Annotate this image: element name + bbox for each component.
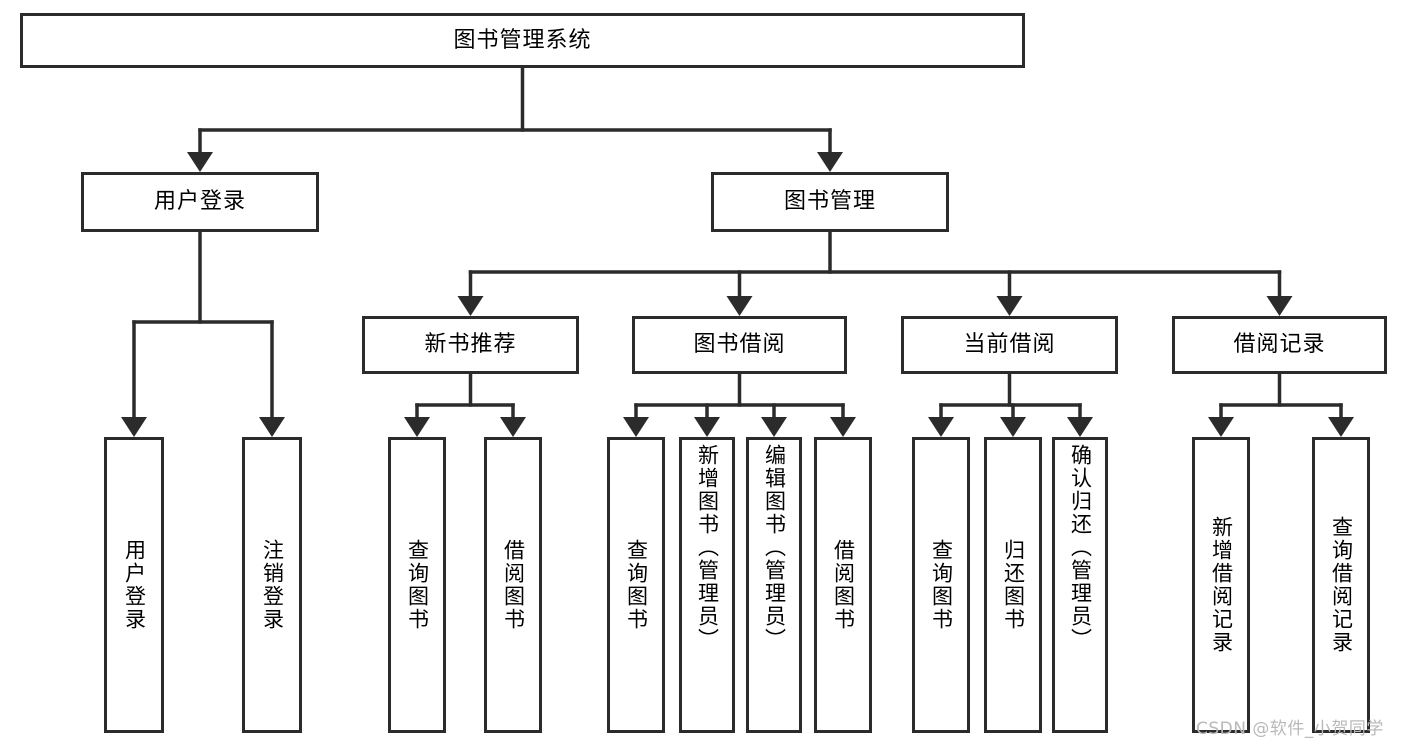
arrowhead-leaf-query-book-3: [928, 417, 954, 437]
node-label: 借阅图书: [831, 539, 856, 631]
arrowhead-book-borrow: [726, 296, 753, 316]
node-leaf-borrow-book-2[interactable]: 借阅图书: [814, 437, 872, 733]
node-new-book-rec[interactable]: 新书推荐: [362, 316, 579, 374]
arrowhead-leaf-borrow-book-1: [500, 417, 526, 437]
arrowhead-current-borrow: [996, 296, 1023, 316]
node-label: 当前借阅: [963, 332, 1056, 358]
node-leaf-confirm-return[interactable]: 确认归还（管理员）: [1052, 437, 1108, 733]
node-label: 确认归还（管理员）: [1068, 444, 1093, 651]
node-leaf-add-book[interactable]: 新增图书（管理员）: [679, 437, 735, 733]
node-leaf-logout[interactable]: 注销登录: [242, 437, 302, 733]
node-leaf-edit-book[interactable]: 编辑图书（管理员）: [746, 437, 802, 733]
node-label: 编辑图书（管理员）: [762, 444, 787, 651]
node-label: 新增借阅记录: [1209, 516, 1234, 654]
node-label: 图书管理系统: [453, 27, 592, 53]
node-book-manage[interactable]: 图书管理: [711, 172, 949, 232]
arrowhead-leaf-edit-book: [761, 417, 787, 437]
node-label: 借阅记录: [1233, 332, 1326, 358]
arrowhead-borrow-record: [1266, 296, 1293, 316]
arrowhead-leaf-query-book-2: [623, 417, 649, 437]
arrowhead-leaf-query-book-1: [404, 417, 430, 437]
node-label: 用户登录: [153, 189, 246, 215]
arrowhead-leaf-confirm-return: [1067, 417, 1093, 437]
node-leaf-query-book-2[interactable]: 查询图书: [607, 437, 665, 733]
node-leaf-user-login[interactable]: 用户登录: [104, 437, 164, 733]
arrowhead-leaf-borrow-book-2: [830, 417, 856, 437]
node-label: 新书推荐: [424, 332, 517, 358]
node-leaf-return-book[interactable]: 归还图书: [984, 437, 1042, 733]
arrowhead-leaf-logout: [259, 417, 285, 437]
arrowhead-leaf-user-login: [121, 417, 147, 437]
node-label: 新增图书（管理员）: [695, 444, 720, 651]
node-label: 查询借阅记录: [1329, 516, 1354, 654]
arrowhead-leaf-add-record: [1208, 417, 1234, 437]
node-current-borrow[interactable]: 当前借阅: [901, 316, 1118, 374]
arrowhead-leaf-query-record: [1328, 417, 1354, 437]
node-leaf-query-record[interactable]: 查询借阅记录: [1312, 437, 1370, 733]
node-label: 查询图书: [624, 539, 649, 631]
node-leaf-query-book-3[interactable]: 查询图书: [912, 437, 970, 733]
arrowhead-leaf-return-book: [1000, 417, 1026, 437]
node-book-borrow[interactable]: 图书借阅: [632, 316, 847, 374]
node-leaf-query-book-1[interactable]: 查询图书: [388, 437, 446, 733]
node-label: 图书借阅: [693, 332, 786, 358]
node-label: 借阅图书: [501, 539, 526, 631]
node-user-login[interactable]: 用户登录: [81, 172, 319, 232]
node-leaf-add-record[interactable]: 新增借阅记录: [1192, 437, 1250, 733]
csdn-watermark: CSDN @软件_小贺同学: [1196, 719, 1384, 739]
node-label: 归还图书: [1001, 539, 1026, 631]
node-label: 查询图书: [929, 539, 954, 631]
arrowhead-user-login: [187, 152, 213, 172]
node-label: 图书管理: [783, 189, 876, 215]
node-leaf-borrow-book-1[interactable]: 借阅图书: [484, 437, 542, 733]
node-label: 查询图书: [405, 539, 430, 631]
arrowhead-new-book-rec: [457, 296, 484, 316]
node-label: 注销登录: [260, 539, 285, 631]
arrowhead-book-manage: [817, 152, 843, 172]
node-label: 用户登录: [122, 539, 147, 631]
node-borrow-record[interactable]: 借阅记录: [1172, 316, 1387, 374]
node-root[interactable]: 图书管理系统: [20, 13, 1025, 68]
arrowhead-leaf-add-book: [694, 417, 720, 437]
